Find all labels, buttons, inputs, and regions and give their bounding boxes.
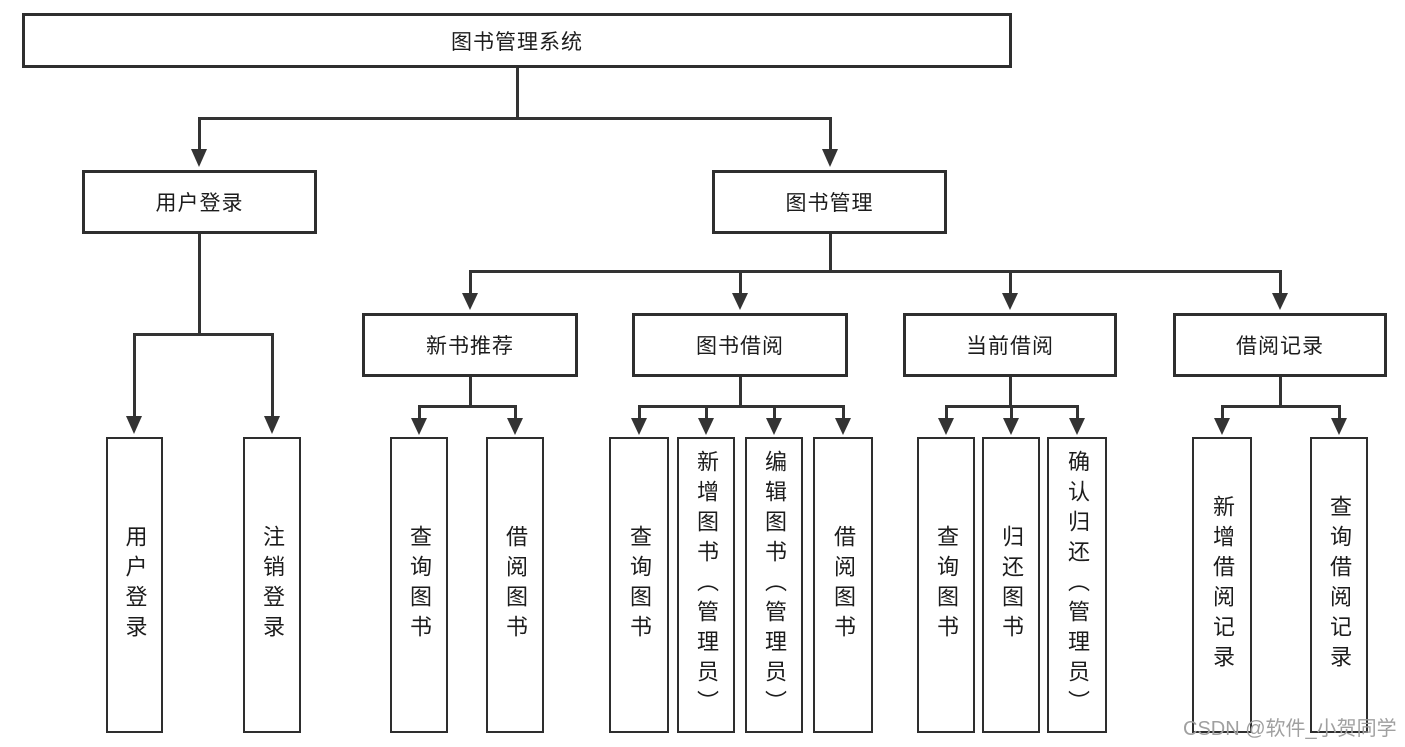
edge-to-book-borrowing-stem <box>739 270 742 294</box>
edge-leaf-stem <box>1010 405 1013 419</box>
node-current-borrowing: 当前借阅 <box>903 313 1117 377</box>
leaf-query-books-borrowing-label: 查询图书 <box>627 525 652 645</box>
csdn-watermark: CSDN @软件_小贺同学 <box>1183 718 1397 740</box>
leaf-query-books-current-label: 查询图书 <box>934 525 959 645</box>
leaf-return-books: 归还图书 <box>982 437 1040 733</box>
edge-leaf-stem <box>773 405 776 419</box>
leaf-query-books-recommend: 查询图书 <box>390 437 448 733</box>
edge-to-book-management-stem <box>829 117 832 150</box>
leaf-confirm-return-admin-label: 确认归还（管理员） <box>1065 450 1090 720</box>
leaf-query-books-current: 查询图书 <box>917 437 975 733</box>
leaf-query-borrow-record-label: 查询借阅记录 <box>1327 495 1352 675</box>
leaf-add-book-admin: 新增图书（管理员） <box>677 437 735 733</box>
arrow-down-icon <box>1002 293 1018 310</box>
node-book-management: 图书管理 <box>712 170 947 234</box>
node-new-book-recommend: 新书推荐 <box>362 313 578 377</box>
leaf-logout: 注销登录 <box>243 437 301 733</box>
edge-leaf-stem <box>418 405 421 419</box>
node-current-borrowing-label: 当前借阅 <box>966 335 1054 358</box>
arrow-down-icon <box>1214 418 1230 435</box>
edge-to-leaf-logout-stem <box>271 333 274 417</box>
edge-to-new-book-recommend-stem <box>469 270 472 294</box>
edge-level2-hline <box>469 270 1282 273</box>
edge-level1-hline <box>198 117 832 120</box>
edge-leaf-stem <box>638 405 641 419</box>
edge-leaf-stem <box>1221 405 1224 419</box>
edge-root-trunk <box>516 68 519 118</box>
edge-leaf-stem <box>842 405 845 419</box>
edge-to-borrowing-records-stem <box>1279 270 1282 294</box>
arrow-down-icon <box>938 418 954 435</box>
arrow-down-icon <box>1272 293 1288 310</box>
leaf-borrow-books-recommend-label: 借阅图书 <box>503 525 528 645</box>
node-book-management-label: 图书管理 <box>785 192 874 215</box>
arrow-down-icon <box>191 149 207 167</box>
arrow-down-icon <box>1331 418 1347 435</box>
arrow-down-icon <box>822 149 838 167</box>
leaf-user-login: 用户登录 <box>106 437 163 733</box>
arrow-down-icon <box>698 418 714 435</box>
node-book-borrowing: 图书借阅 <box>632 313 848 377</box>
edge-user-login-trunk <box>198 234 201 335</box>
arrow-down-icon <box>264 416 280 434</box>
leaf-edit-book-admin: 编辑图书（管理员） <box>745 437 803 733</box>
leaf-query-books-recommend-label: 查询图书 <box>407 525 432 645</box>
node-book-borrowing-label: 图书借阅 <box>696 335 784 358</box>
node-root-system-label: 图书管理系统 <box>451 30 583 54</box>
arrow-down-icon <box>835 418 851 435</box>
node-new-book-recommend-label: 新书推荐 <box>426 335 514 358</box>
node-borrowing-records: 借阅记录 <box>1173 313 1387 377</box>
node-borrowing-records-label: 借阅记录 <box>1236 335 1324 358</box>
arrow-down-icon <box>631 418 647 435</box>
edge-book-management-trunk <box>829 234 832 272</box>
edge-leaf-stem <box>1076 405 1079 419</box>
arrow-down-icon <box>1069 418 1085 435</box>
edge-book-borrowing-hline <box>638 405 845 408</box>
arrow-down-icon <box>507 418 523 435</box>
leaf-add-borrow-record-label: 新增借阅记录 <box>1210 495 1235 675</box>
node-user-login: 用户登录 <box>82 170 317 234</box>
leaf-query-books-borrowing: 查询图书 <box>609 437 669 733</box>
edge-leaf-stem <box>945 405 948 419</box>
leaf-return-books-label: 归还图书 <box>999 525 1024 645</box>
edge-leaf-stem <box>705 405 708 419</box>
arrow-down-icon <box>126 416 142 434</box>
leaf-borrow-books-borrowing: 借阅图书 <box>813 437 873 733</box>
edge-borrowing-records-hline <box>1221 405 1341 408</box>
edge-current-borrowing-trunk <box>1009 377 1012 407</box>
arrow-down-icon <box>732 293 748 310</box>
arrow-down-icon <box>766 418 782 435</box>
leaf-borrow-books-recommend: 借阅图书 <box>486 437 544 733</box>
edge-leaf-stem <box>514 405 517 419</box>
leaf-borrow-books-borrowing-label: 借阅图书 <box>831 525 856 645</box>
edge-to-user-login-stem <box>198 117 201 150</box>
edge-new-book-recommend-trunk <box>469 377 472 407</box>
leaf-user-login-label: 用户登录 <box>122 525 148 645</box>
arrow-down-icon <box>411 418 427 435</box>
leaf-logout-label: 注销登录 <box>260 525 285 645</box>
edge-leaf-stem <box>1338 405 1341 419</box>
arrow-down-icon <box>1003 418 1019 435</box>
leaf-confirm-return-admin: 确认归还（管理员） <box>1047 437 1107 733</box>
leaf-add-borrow-record: 新增借阅记录 <box>1192 437 1252 733</box>
node-root-system: 图书管理系统 <box>22 13 1012 68</box>
edge-to-leaf-user-login-stem <box>133 333 136 417</box>
edge-borrowing-records-trunk <box>1279 377 1282 407</box>
edge-to-current-borrowing-stem <box>1009 270 1012 294</box>
leaf-edit-book-admin-label: 编辑图书（管理员） <box>762 450 787 720</box>
arrow-down-icon <box>462 293 478 310</box>
edge-user-login-hline <box>133 333 274 336</box>
edge-book-borrowing-trunk <box>739 377 742 407</box>
leaf-query-borrow-record: 查询借阅记录 <box>1310 437 1368 733</box>
edge-new-book-recommend-hline <box>418 405 517 408</box>
node-user-login-label: 用户登录 <box>155 192 244 215</box>
leaf-add-book-admin-label: 新增图书（管理员） <box>694 450 719 720</box>
